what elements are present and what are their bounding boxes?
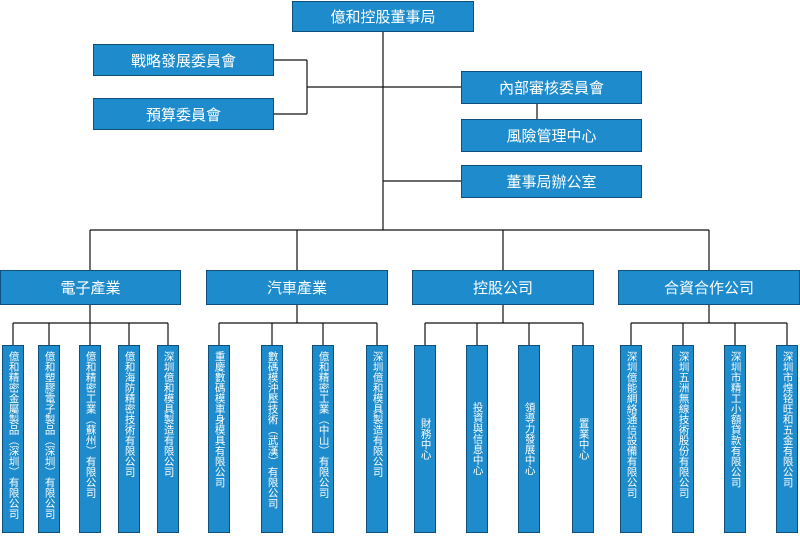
unit-box: 億和精密金屬製品（深圳）有限公司 bbox=[2, 345, 24, 533]
audit-committee-label: 內部審核委員會 bbox=[498, 79, 604, 97]
unit-box: 深圳億能網絡通信設備有限公司 bbox=[620, 345, 642, 533]
board-office-label: 董事局辦公室 bbox=[506, 173, 597, 191]
board-of-directors-label: 億和控股董事局 bbox=[330, 8, 436, 26]
unit-box: 投資與信息中心 bbox=[466, 345, 488, 533]
unit-label: 重慶數碼模車身模具有限公司 bbox=[213, 351, 226, 488]
unit-label: 投資與信息中心 bbox=[471, 402, 484, 476]
unit-label: 億和塑膠電子製品（深圳）有限公司 bbox=[43, 351, 56, 519]
division-holding-label: 控股公司 bbox=[472, 279, 533, 297]
audit-committee-box: 內部審核委員會 bbox=[461, 71, 642, 104]
risk-center-box: 風險管理中心 bbox=[461, 119, 642, 152]
unit-label: 深圳五洲無線技術股份有限公司 bbox=[677, 351, 690, 498]
unit-box: 置業中心 bbox=[572, 345, 594, 533]
unit-box: 深圳市精工小額貸款有限公司 bbox=[724, 345, 746, 533]
unit-box: 億和塑膠電子製品（深圳）有限公司 bbox=[38, 345, 60, 533]
unit-box: 財務中心 bbox=[414, 345, 436, 533]
strategy-committee-label: 戰略發展委員會 bbox=[130, 51, 236, 70]
unit-label: 領導力發展中心 bbox=[523, 402, 536, 476]
unit-label: 深圳億和模具製造有限公司 bbox=[371, 351, 384, 477]
unit-box: 深圳億和模具製造有限公司 bbox=[157, 345, 179, 533]
unit-label: 億和精密金屬製品（深圳）有限公司 bbox=[7, 351, 20, 519]
division-electronics-label: 電子產業 bbox=[60, 279, 121, 297]
division-joint-venture-label: 合資合作公司 bbox=[663, 279, 754, 297]
unit-box: 億和精密工業（中山）有限公司 bbox=[312, 345, 334, 533]
unit-label: 億和精密工業（蘇州）有限公司 bbox=[84, 351, 97, 498]
board-of-directors-box: 億和控股董事局 bbox=[292, 1, 474, 32]
unit-label: 數碼模沖壓技術（武漢）有限公司 bbox=[266, 351, 279, 509]
unit-box: 深圳市煌铭旺和五金有限公司 bbox=[776, 345, 798, 533]
strategy-committee-box: 戰略發展委員會 bbox=[93, 44, 274, 76]
unit-label: 深圳億和模具製造有限公司 bbox=[162, 351, 175, 477]
unit-box: 領導力發展中心 bbox=[518, 345, 540, 533]
unit-label: 億和精密工業（中山）有限公司 bbox=[317, 351, 330, 498]
unit-label: 財務中心 bbox=[419, 418, 432, 460]
unit-label: 深圳億能網絡通信設備有限公司 bbox=[625, 351, 638, 498]
unit-box: 深圳五洲無線技術股份有限公司 bbox=[672, 345, 694, 533]
budget-committee-box: 預算委員會 bbox=[93, 98, 274, 130]
unit-label: 深圳市煌铭旺和五金有限公司 bbox=[781, 351, 794, 488]
unit-label: 億和海防精密技術有限公司 bbox=[123, 351, 136, 477]
unit-label: 置業中心 bbox=[577, 418, 590, 460]
unit-box: 重慶數碼模車身模具有限公司 bbox=[208, 345, 230, 533]
unit-box: 億和精密工業（蘇州）有限公司 bbox=[79, 345, 101, 533]
unit-label: 深圳市精工小額貸款有限公司 bbox=[729, 351, 742, 488]
division-electronics-box: 電子產業 bbox=[0, 270, 181, 305]
board-office-box: 董事局辦公室 bbox=[461, 165, 642, 198]
division-holding-box: 控股公司 bbox=[412, 270, 594, 305]
division-automotive-label: 汽車產業 bbox=[266, 279, 327, 297]
unit-box: 深圳億和模具製造有限公司 bbox=[366, 345, 388, 533]
budget-committee-label: 預算委員會 bbox=[145, 105, 221, 124]
division-joint-venture-box: 合資合作公司 bbox=[618, 270, 800, 305]
unit-box: 數碼模沖壓技術（武漢）有限公司 bbox=[261, 345, 283, 533]
risk-center-label: 風險管理中心 bbox=[506, 127, 597, 145]
division-automotive-box: 汽車產業 bbox=[206, 270, 388, 305]
unit-box: 億和海防精密技術有限公司 bbox=[118, 345, 140, 533]
